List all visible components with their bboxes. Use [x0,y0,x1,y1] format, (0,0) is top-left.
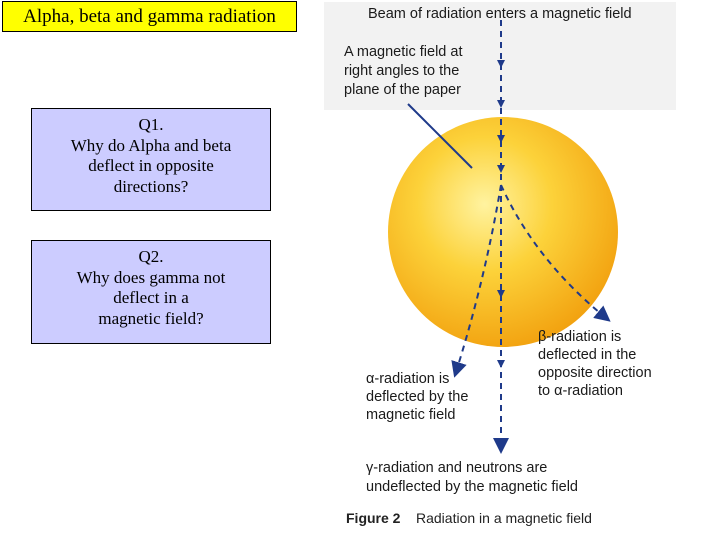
alpha-note-line-3: magnetic field [366,407,455,423]
question-1-line-3: directions? [113,176,189,196]
beta-note-line-3: opposite direction [538,365,652,381]
question-2-box: Q2. Why does gamma not deflect in a magn… [31,240,271,344]
question-2-line-2: deflect in a [113,288,189,307]
question-2-line-1: Why does gamma not [76,267,226,287]
alpha-note-line-2: deflected by the [366,389,468,405]
gamma-note: γ-radiation and neutrons are undeflected… [366,460,578,495]
question-2-line-3: magnetic field? [98,308,204,328]
figure-caption-label: Figure 2 [346,510,401,526]
beta-note-line-4: to α-radiation [538,383,623,399]
beta-note: β-radiation is deflected in the opposite… [538,329,652,399]
question-1-label: Q1. [138,115,164,134]
question-1-line-2: deflect in opposite [88,156,214,175]
alpha-note-line-1: α-radiation is [366,371,449,387]
figure-caption-text: Radiation in a magnetic field [416,510,592,526]
radiation-figure: Beam of radiation enters a magnetic fiel… [320,0,720,540]
radiation-diagram: Beam of radiation enters a magnetic fiel… [320,0,720,540]
figure-header-text: Beam of radiation enters a magnetic fiel… [368,6,632,22]
field-note-line-3: plane of the paper [344,82,461,98]
field-pointer-line [407,103,473,169]
question-1-line-1: Why do Alpha and beta [70,135,232,155]
question-2-label: Q2. [138,247,164,266]
figure-caption: Figure 2 Radiation in a magnetic field [346,510,592,526]
magnetic-field-sphere [388,117,618,347]
gamma-note-line-1: γ-radiation and neutrons are [366,460,547,476]
question-1-box: Q1. Why do Alpha and beta deflect in opp… [31,108,271,211]
beta-note-line-1: β-radiation is [538,329,621,345]
beta-note-line-2: deflected in the [538,347,636,363]
field-note: A magnetic field at right angles to the … [344,44,463,98]
slide-title: Alpha, beta and gamma radiation [2,1,297,32]
field-note-line-1: A magnetic field at [344,44,463,60]
gamma-note-line-2: undeflected by the magnetic field [366,479,578,495]
alpha-note: α-radiation is deflected by the magnetic… [366,371,468,423]
gamma-beam-arrows [497,60,505,368]
alpha-beam-path [451,184,502,378]
field-note-line-2: right angles to the [344,63,459,79]
